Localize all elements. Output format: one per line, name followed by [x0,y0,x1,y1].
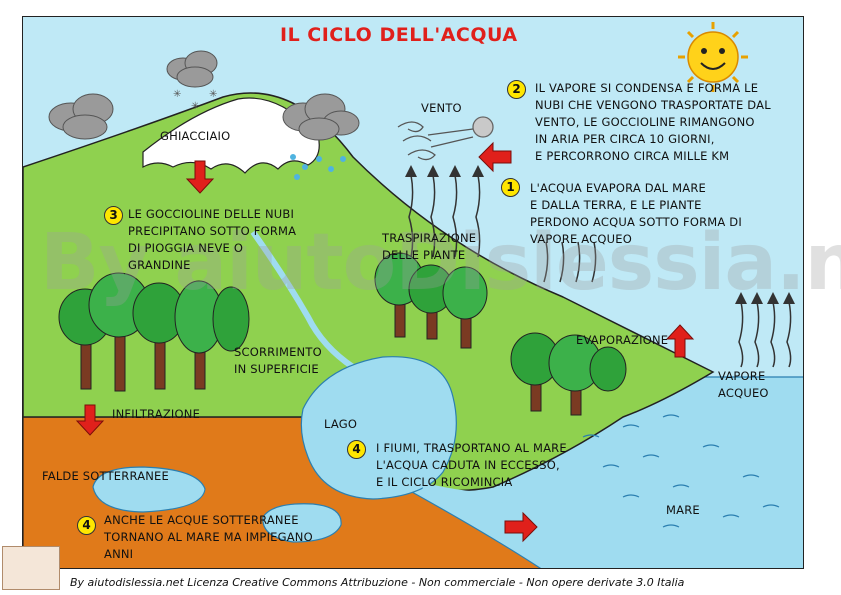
step-line: E DALLA TERRA, E LE PIANTE [530,198,702,212]
lake [300,356,457,500]
site-logo [2,546,60,590]
trees-left [58,272,250,392]
trees-right [510,332,627,416]
label-scorrimento: SCORRIMENTO IN SUPERFICIE [234,344,322,378]
vapor-arrows-sea [738,301,792,368]
wind-icon [397,116,494,161]
vapor-arrowheads-sea [735,292,795,304]
step-line: VAPORE ACQUEO [530,232,632,246]
step-text: ANCHE LE ACQUE SOTTERRANEE TORNANO AL MA… [104,512,313,563]
license-credit: By aiutodislessia.net Licenza Creative C… [70,576,685,589]
step-line: IL VAPORE SI CONDENSA E FORMA LE [535,81,759,95]
cloud-right [282,93,360,141]
step-line: I FIUMI, TRASPORTANO AL MARE [376,441,567,455]
sea-waves [582,414,780,528]
page-title: IL CICLO DELL'ACQUA [280,24,518,46]
label-scorrimento-line: SCORRIMENTO [234,345,322,359]
step-line: E PERCORRONO CIRCA MILLE KM [535,149,730,163]
label-traspirazione-line: DELLE PIANTE [382,248,466,262]
sun-icon [678,22,748,92]
cloud-left [48,93,114,140]
svg-text:✳: ✳ [209,89,217,100]
step-text: L'ACQUA EVAPORA DAL MARE E DALLA TERRA, … [530,180,742,248]
label-vapore-acqueo: VAPORE ACQUEO [718,368,769,402]
trees-middle [374,252,488,349]
step-text: IL VAPORE SI CONDENSA E FORMA LE NUBI CH… [535,80,771,165]
step-line: ANCHE LE ACQUE SOTTERRANEE [104,513,299,527]
step-line: E IL CICLO RICOMINCIA [376,475,513,489]
diagram-frame: ✳ ✳ ✳ [22,16,804,569]
label-vapore-line: ACQUEO [718,386,769,400]
step-line: NUBI CHE VENGONO TRASPORTATE DAL [535,98,771,112]
step-badge: 3 [104,206,123,225]
step-line: ANNI [104,547,134,561]
step-line: IN ARIA PER CIRCA 10 GIORNI, [535,132,715,146]
step-badge: 1 [501,178,520,197]
lake-outflow [421,482,584,504]
label-vapore-line: VAPORE [718,369,766,383]
label-vento: VENTO [421,101,462,115]
label-falde: FALDE SOTTERRANEE [42,469,169,483]
label-scorrimento-line: IN SUPERFICIE [234,362,319,376]
step-line: DI PIOGGIA NEVE O [128,241,244,255]
watermark: By aiutoDislessia.net [40,218,841,308]
step-text: LE GOCCIOLINE DELLE NUBI PRECIPITANO SOT… [128,206,296,274]
label-traspirazione: TRASPIRAZIONE DELLE PIANTE [382,230,476,264]
step-line: TORNANO AL MARE MA IMPIEGANO [104,530,313,544]
groundwater-pool-left [92,466,206,513]
step-line: L'ACQUA CADUTA IN ECCESSO, [376,458,560,472]
step-badge: 4 [77,516,96,535]
water-cycle-illustration: ✳ ✳ ✳ [23,22,803,568]
glacier-snow [142,97,320,174]
step-line: LE GOCCIOLINE DELLE NUBI [128,207,295,221]
step-line: VENTO, LE GOCCIOLINE RIMANGONO [535,115,755,129]
label-mare: MARE [666,503,700,517]
svg-text:✳: ✳ [191,101,199,112]
label-evaporazione: EVAPORAZIONE [576,333,669,347]
step-badge: 2 [507,80,526,99]
step-line: GRANDINE [128,258,191,272]
vapor-arrowheads-mountain [405,165,484,177]
label-ghiacciaio: GHIACCIAIO [160,129,231,143]
red-arrows [75,141,695,543]
vapor-arrows-mountain [408,174,481,258]
cloud-top [166,50,218,88]
label-infiltrazione: INFILTRAZIONE [112,407,201,421]
step-line: PRECIPITANO SOTTO FORMA [128,224,297,238]
step-badge: 4 [347,440,366,459]
groundwater-pool-right [262,503,342,543]
snowflakes: ✳ ✳ ✳ [173,89,217,112]
step-text: I FIUMI, TRASPORTANO AL MARE L'ACQUA CAD… [376,440,567,491]
step-line: PERDONO ACQUA SOTTO FORMA DI [530,215,742,229]
label-lago: LAGO [324,417,358,431]
rain-drops [290,154,346,180]
svg-text:✳: ✳ [173,89,181,100]
step-line: L'ACQUA EVAPORA DAL MARE [530,181,706,195]
vapor-arrows-plants [543,241,597,283]
label-traspirazione-line: TRASPIRAZIONE [382,231,477,245]
